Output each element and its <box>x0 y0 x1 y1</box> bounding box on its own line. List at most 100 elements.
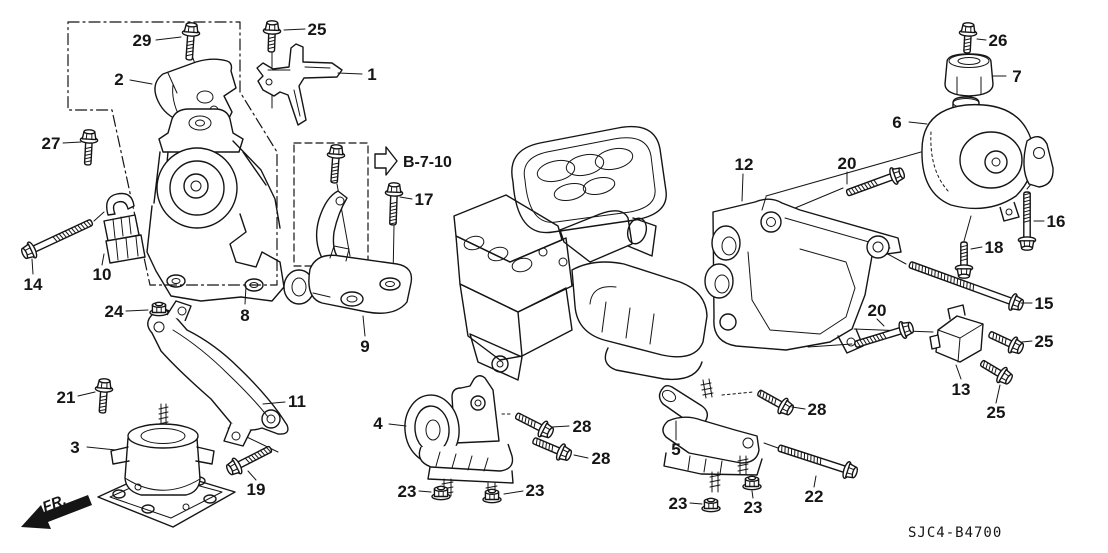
part-4-transmission-mount-lower-circle <box>474 399 482 407</box>
engine-assembly-ellipse <box>536 159 576 183</box>
part-11-front-mount-bracket-path <box>166 300 192 322</box>
part-5-transmission-mount-bracket-path <box>700 378 714 399</box>
engine-assembly-circle <box>491 355 509 373</box>
part-11-front-mount-bracket-path <box>223 422 252 447</box>
bolt-thread <box>875 334 881 342</box>
callout-29-leader <box>155 36 182 41</box>
bolt-thread <box>262 448 269 455</box>
nut-24-icon <box>149 301 169 317</box>
bolt-thread <box>83 221 89 228</box>
part-6-engine-side-mount <box>921 96 1054 222</box>
bolt-thread <box>988 363 992 372</box>
callout-20a-label: 20 <box>838 154 857 173</box>
bolt-thread <box>186 40 195 43</box>
bolt-thread <box>518 413 521 421</box>
part-7-side-mount-rubber-ellipse <box>957 57 981 65</box>
bolt-thread <box>781 444 783 453</box>
bolt-thread <box>253 452 260 460</box>
bolt-thread <box>389 211 398 215</box>
callout-20b-leader <box>876 318 885 327</box>
bolt-head-top <box>20 247 29 260</box>
bolt-thread <box>389 205 398 208</box>
part-3-front-engine-mount-rubber <box>97 403 236 528</box>
bolt-thread <box>84 160 92 163</box>
bolt-thread <box>873 179 879 186</box>
bolt-thread <box>854 186 860 193</box>
bolt-25a-icon <box>262 20 282 53</box>
part-3-front-engine-mount-rubber-circle <box>182 503 190 511</box>
part-5-transmission-mount-bracket-path <box>662 416 760 464</box>
bolt-thread <box>61 231 68 239</box>
part-3-front-engine-mount-rubber-path <box>110 446 215 465</box>
bolt-shaft <box>988 331 1016 349</box>
callout-23c-label: 23 <box>669 494 688 513</box>
bolt-head-top <box>83 129 96 135</box>
bolt-thread <box>768 394 771 403</box>
bolt-thread <box>927 267 930 276</box>
part-12-transmission-mount-bracket-ellipse <box>721 236 737 256</box>
part-4-transmission-mount-lower-path <box>427 466 514 484</box>
bolt-thread <box>186 47 194 50</box>
bolt-head-top <box>185 22 198 28</box>
bolt-thread <box>84 146 93 150</box>
engine-assembly-path <box>559 210 633 263</box>
bolt-head-top <box>851 466 859 479</box>
callout-18-leader <box>970 246 983 250</box>
nut-dome <box>436 485 446 491</box>
part-6-engine-side-mount-path <box>999 201 1020 222</box>
part-6-engine-side-mount-path <box>921 103 1035 210</box>
callout-28c-label: 28 <box>808 400 827 419</box>
bolt-thread <box>962 280 965 288</box>
callout-2-label: 2 <box>114 70 123 89</box>
bolt-thread <box>859 339 865 347</box>
bolt-head-top <box>565 449 573 461</box>
bolt-head-top <box>330 144 343 150</box>
bolt-17-icon <box>384 182 404 226</box>
callout-23d-label: 23 <box>744 498 763 517</box>
callout-7-label: 7 <box>1012 67 1021 86</box>
callout-24-leader <box>125 309 149 312</box>
bolt-thread <box>58 233 64 240</box>
bolt-thread <box>960 255 968 258</box>
callout-4-leader <box>388 423 407 427</box>
bolt-thread <box>1023 206 1031 210</box>
bolt-thread <box>963 48 971 51</box>
bolt-thread <box>956 277 959 286</box>
callout-6-leader <box>908 121 928 125</box>
callout-14-leader <box>31 258 34 275</box>
part-3-front-engine-mount-rubber-ellipse <box>112 489 126 499</box>
engine-assembly-path <box>627 217 657 257</box>
nut-23c-icon <box>701 497 721 513</box>
callout-13-leader <box>955 364 962 380</box>
callout-4-label: 4 <box>373 414 383 433</box>
part-6-engine-side-mount-path <box>1023 136 1054 188</box>
bolt-thread <box>807 453 809 462</box>
bolt-head-top <box>1005 373 1013 385</box>
callout-10-leader <box>101 253 105 266</box>
bolt-thread <box>937 270 939 279</box>
part-8-front-engine-mount-circle <box>190 180 202 192</box>
bolt-thread <box>330 179 339 182</box>
callout-19-leader <box>247 470 257 481</box>
bolt-thread <box>331 169 339 172</box>
callout-23a-leader <box>418 490 432 493</box>
bolt-thread <box>99 402 107 405</box>
part-5-transmission-mount-bracket-circle <box>742 437 754 449</box>
callout-10-label: 10 <box>93 265 112 284</box>
part-4-transmission-mount-lower <box>404 375 514 501</box>
bolt-thread <box>915 262 917 271</box>
engine-assembly-path <box>601 301 655 345</box>
part-6-engine-side-mount-circle <box>991 157 1001 167</box>
bolt-thread <box>331 166 340 169</box>
bolt-thread <box>953 276 955 285</box>
bolt-thread <box>84 156 92 160</box>
part-5-transmission-mount-bracket-path <box>687 455 723 475</box>
bolt-thread <box>960 248 968 251</box>
bolt-thread <box>860 183 866 191</box>
part-8-front-engine-mount-ellipse <box>244 278 264 292</box>
bolt-thread <box>966 281 968 290</box>
engine-assembly-circle <box>538 247 548 257</box>
engine-assembly-ellipse <box>511 257 533 273</box>
